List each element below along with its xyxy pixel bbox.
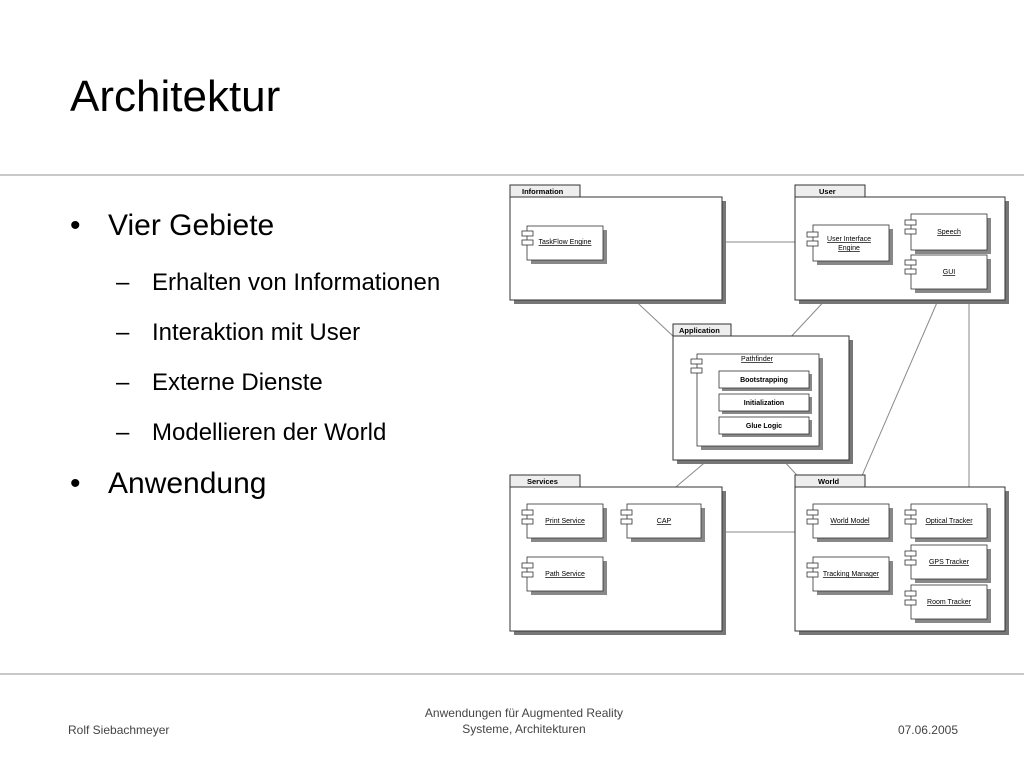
package-services: Services [509, 474, 726, 635]
footer-course-line: Anwendungen für Augmented Reality [424, 706, 624, 720]
component-label: World Model [830, 518, 870, 525]
bullet-item: • Vier Gebiete [70, 204, 500, 248]
class-glue-logic: Glue Logic [718, 416, 812, 437]
sub-bullet-item: – Modellieren der World [70, 408, 500, 458]
footer-author: Rolf Siebachmeyer [68, 723, 170, 737]
bullet-dot-icon: • [70, 467, 81, 500]
component-label: Optical Tracker [925, 518, 973, 525]
component-optical-tracker: Optical Tracker [904, 503, 991, 542]
sub-bullet-item: – Externe Dienste [70, 358, 500, 408]
component-gps-tracker: GPS Tracker [904, 544, 991, 583]
component-label: Path Service [545, 571, 585, 578]
component-label: Room Tracker [927, 599, 972, 606]
component-gui: GUI [904, 254, 991, 293]
bullet-dot-icon: • [70, 209, 81, 242]
sub-bullet-text: Erhalten von Informationen [152, 269, 441, 296]
dash-icon: – [116, 319, 130, 346]
class-label: Bootstrapping [740, 377, 788, 384]
component-tracking-manager: Tracking Manager [806, 556, 893, 595]
bullet-list: • Vier Gebiete – Erhalten von Informatio… [70, 204, 500, 516]
architecture-diagram: Information TaskFlow Engine User User In… [509, 184, 1009, 635]
class-initialization: Initialization [718, 393, 812, 414]
sub-bullet-text: Interaktion mit User [152, 319, 361, 346]
component-print-service: Print Service [521, 503, 607, 542]
component-speech: Speech [904, 213, 991, 254]
class-bootstrapping: Bootstrapping [718, 370, 812, 391]
package-label: Application [679, 326, 720, 335]
component-user-interface-engine: User Interface Engine [806, 224, 893, 265]
component-taskflow-engine: TaskFlow Engine [521, 225, 607, 264]
bullet-item: • Anwendung [70, 462, 500, 506]
bottom-divider [0, 673, 1024, 675]
component-label: Tracking Manager [823, 571, 880, 578]
footer-date: 07.06.2005 [897, 723, 958, 737]
package-label: World [818, 477, 840, 486]
package-label: Services [527, 477, 558, 486]
component-label: GPS Tracker [929, 559, 970, 566]
component-room-tracker: Room Tracker [904, 584, 991, 623]
component-label: Pathfinder [741, 356, 774, 363]
component-label: User Interface [827, 236, 871, 243]
dash-icon: – [116, 269, 130, 296]
footer-course: Anwendungen für Augmented Reality System… [324, 705, 724, 737]
component-label: Engine [838, 245, 860, 252]
bullet-text: Vier Gebiete [108, 209, 275, 242]
component-label: Speech [937, 229, 961, 236]
component-cap: CAP [620, 503, 705, 542]
component-label: GUI [943, 269, 956, 276]
sub-bullet-item: – Erhalten von Informationen [70, 258, 500, 308]
component-path-service: Path Service [521, 556, 607, 595]
top-divider [0, 174, 1024, 176]
sub-bullet-item: – Interaktion mit User [70, 308, 500, 358]
package-label: Information [522, 187, 564, 196]
dash-icon: – [116, 419, 130, 446]
component-label: Print Service [545, 518, 585, 525]
class-label: Glue Logic [746, 423, 782, 430]
sub-bullet-text: Externe Dienste [152, 369, 323, 396]
component-label: TaskFlow Engine [539, 239, 592, 246]
dash-icon: – [116, 369, 130, 396]
component-label: CAP [657, 518, 672, 525]
bullet-text: Anwendung [108, 467, 267, 500]
slide-title: Architektur [70, 72, 281, 121]
component-world-model: World Model [806, 503, 893, 542]
package-label: User [819, 187, 836, 196]
footer-course-line: Systeme, Architekturen [462, 722, 586, 736]
sub-bullet-text: Modellieren der World [152, 419, 387, 446]
class-label: Initialization [744, 400, 784, 407]
